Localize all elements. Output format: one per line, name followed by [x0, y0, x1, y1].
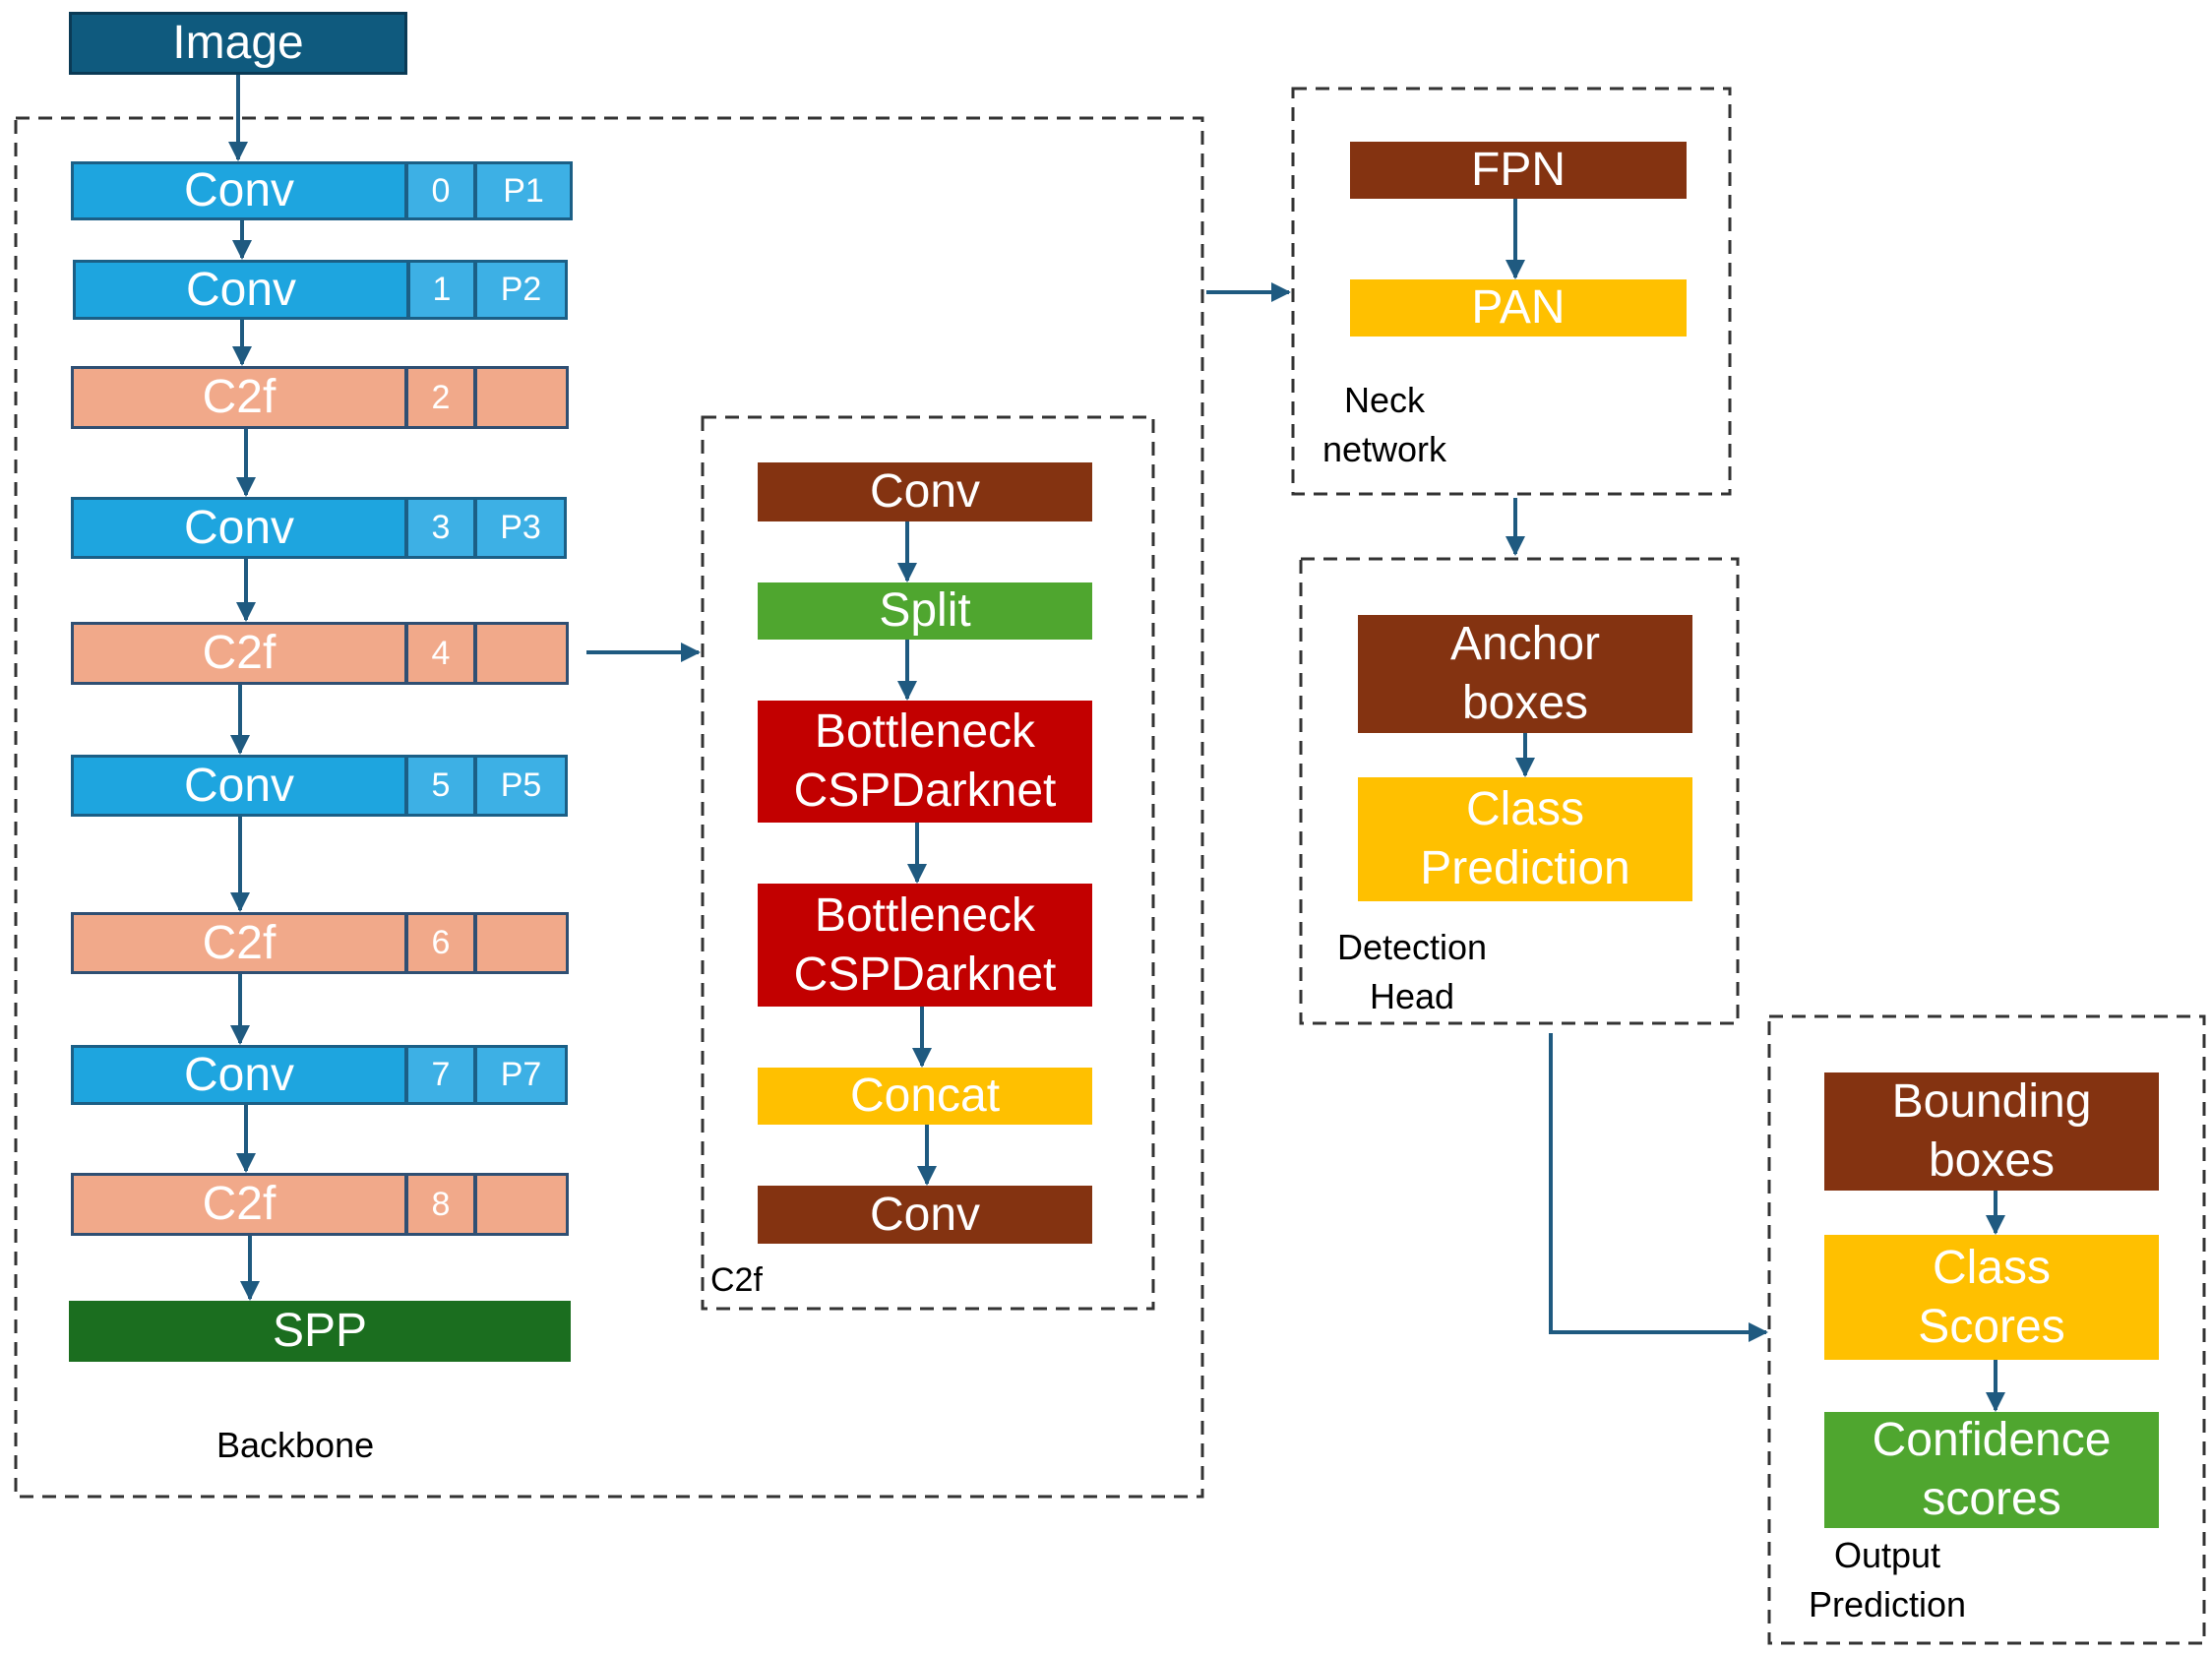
c2f-conv-out-block: Conv [758, 1186, 1092, 1244]
layer-name: Conv [71, 1045, 407, 1105]
c2f-concat-block: Concat [758, 1068, 1092, 1125]
pan-block: PAN [1350, 279, 1687, 337]
layer-tag [474, 622, 569, 685]
output-frame [1767, 1014, 2206, 1645]
head-label: Detection Head [1336, 927, 1488, 1017]
fpn-block: FPN [1350, 142, 1687, 199]
layer-index: 8 [405, 1173, 476, 1236]
neck-frame [1291, 87, 1732, 496]
layer-tag: P1 [474, 161, 573, 220]
layer-tag: P7 [474, 1045, 568, 1105]
c2f-bottleneck-block-1: Bottleneck CSPDarknet [758, 701, 1092, 823]
layer-index: 5 [405, 755, 476, 817]
layer-name: Conv [71, 161, 407, 220]
layer-index: 1 [407, 260, 476, 320]
image-label: Image [172, 17, 304, 69]
image-input-block: Image [69, 12, 407, 75]
layer-tag: P5 [474, 755, 568, 817]
backbone-frame [14, 116, 1204, 1499]
layer-index: 4 [405, 622, 476, 685]
layer-tag [474, 1173, 569, 1236]
class-scores-block: Class Scores [1824, 1235, 2159, 1360]
layer-name: Conv [71, 755, 407, 817]
layer-name: C2f [71, 622, 407, 685]
layer-index: 3 [405, 497, 476, 559]
layer-tag [474, 912, 569, 974]
backbone-label: Backbone [216, 1425, 375, 1465]
anchor-boxes-block: Anchor boxes [1358, 615, 1692, 733]
output-label: Output Prediction [1808, 1535, 1967, 1625]
c2f-bottleneck-block-2: Bottleneck CSPDarknet [758, 884, 1092, 1007]
layer-index: 2 [405, 366, 476, 429]
layer-index: 7 [405, 1045, 476, 1105]
neck-label: Neck network [1321, 380, 1447, 470]
layer-index: 0 [405, 161, 476, 220]
head-frame [1299, 557, 1740, 1025]
layer-tag: P2 [474, 260, 568, 320]
c2f-frame [701, 415, 1155, 1311]
bounding-boxes-block: Bounding boxes [1824, 1072, 2159, 1191]
layer-name: C2f [71, 912, 407, 974]
class-prediction-block: Class Prediction [1358, 777, 1692, 901]
c2f-label: C2f [710, 1261, 763, 1299]
confidence-scores-block: Confidence scores [1824, 1412, 2159, 1528]
layer-name: Conv [73, 260, 409, 320]
layer-name: Conv [71, 497, 407, 559]
layer-tag: P3 [474, 497, 567, 559]
layer-tag [474, 366, 569, 429]
c2f-conv-block: Conv [758, 462, 1092, 521]
c2f-split-block: Split [758, 582, 1092, 640]
layer-index: 6 [405, 912, 476, 974]
layer-name: C2f [71, 366, 407, 429]
layer-name: C2f [71, 1173, 407, 1236]
spp-block: SPP [69, 1301, 571, 1362]
